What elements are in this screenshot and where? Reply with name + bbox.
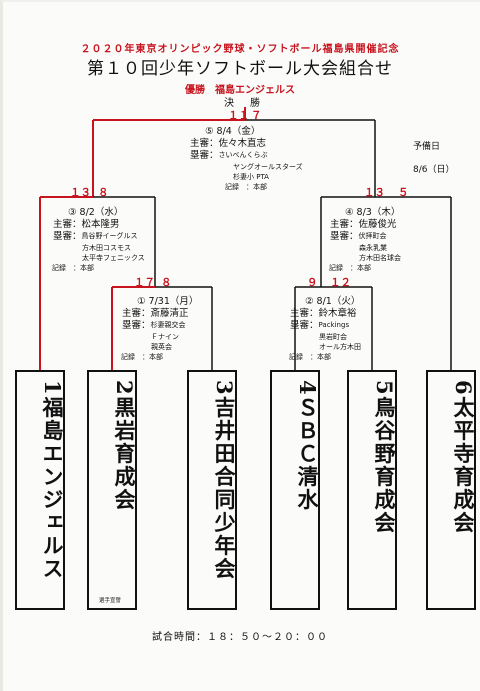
first-right-umpire-base-3: オール方木田 [319, 343, 361, 351]
team-box-1: 1福島エンジェルス [15, 370, 65, 610]
champion-label: 優勝 福島エンジェルス [185, 85, 295, 96]
team-name-5: 5鳥谷野育成会 [372, 380, 397, 535]
final-info: ⑤ 8/4（金） 主審：佐々木直志 塁審： さいべんくらぶ ヤングオールスターズ… [190, 126, 303, 192]
first-left-score-right: ８ [161, 277, 172, 289]
final-score-left: １１ [228, 110, 249, 122]
semi-left-recorder: 記録 ：本部 [52, 264, 94, 272]
semi-left-score-left: １３ [70, 187, 91, 199]
game-time: 試合時間：１８：５０〜２０：００ [152, 632, 328, 643]
first-right-score-right: １２ [330, 277, 351, 289]
semi-right-umpire-base-label: 塁審： [330, 231, 359, 242]
team-name-1: 1福島エンジェルス [40, 380, 65, 581]
first-right-recorder: 記録 ：本部 [289, 353, 331, 361]
first-left-umpire-chief: 主審：斎藤清正 [122, 308, 189, 319]
team-name-6: 6太平寺育成会 [451, 380, 476, 535]
reserve-label: 予備日 [413, 142, 441, 152]
final-umpire-base-1: さいべんくらぶ [218, 151, 268, 159]
semi-left-umpire-base-1: 鳥谷野イーグルス [81, 232, 138, 240]
team-name-4: 4ＳＢＣ清水 [295, 380, 320, 512]
semi-left-umpire-base-label: 塁審： [53, 231, 82, 242]
first-left-umpire-base-3: 親英会 [151, 343, 172, 351]
semi-right-score-left: １３ [364, 187, 385, 199]
semi-left-info: ③ 8/2（水） 主審：松本隆男 塁審： 鳥谷野イーグルス 方木田コスモス 太平… [52, 207, 145, 273]
team-2-note: 選手宣誓 [99, 598, 122, 604]
semi-right-score-right: ５ [398, 187, 409, 199]
final-umpire-base-label: 塁審： [190, 150, 219, 161]
team-box-4: 4ＳＢＣ清水 [270, 370, 320, 610]
final-label: 決 勝 [224, 98, 263, 109]
semi-right-umpire-base-1: 伏拝町会 [358, 232, 387, 240]
final-umpire-base-2: ヤングオールスターズ [233, 163, 303, 171]
semi-right-recorder: 記録 ：本部 [329, 264, 371, 272]
final-score-right: ７ [251, 110, 262, 122]
first-right-umpire-base-label: 塁審： [290, 320, 319, 331]
final-game-no: ⑤ 8/4（金） [205, 126, 261, 137]
first-right-score-left: ９ [307, 277, 318, 289]
semi-left-umpire-chief: 主審：松本隆男 [53, 219, 120, 230]
semi-right-game-no: ④ 8/3（木） [345, 207, 401, 218]
semi-right-info: ④ 8/3（木） 主審：佐藤俊光 塁審： 伏拝町会 森永乳業 方木田名球会 記録… [329, 207, 401, 273]
first-left-umpire-base-1: 杉妻親交会 [150, 321, 186, 329]
first-left-game-no: ① 7/31（月） [137, 296, 199, 307]
first-left-info: ① 7/31（月） 主審：斎藤清正 塁審： 杉妻親交会 Ｆナイン 親英会 記録 … [121, 296, 199, 362]
first-left-umpire-base-label: 塁審： [122, 320, 151, 331]
first-left-recorder: 記録 ：本部 [121, 353, 163, 361]
team-name-2: 2黒岩育成会 [112, 380, 137, 512]
final-umpire-chief: 主審：佐々木直志 [190, 138, 267, 149]
reserve-day: 予備日 8/6（日） [413, 140, 455, 177]
semi-right-umpire-chief: 主審：佐藤俊光 [330, 219, 397, 230]
reserve-date: 8/6（日） [413, 165, 455, 175]
semi-left-umpire-base-2: 方木田コスモス [82, 244, 131, 252]
first-right-game-no: ② 8/1（火） [305, 296, 361, 307]
final-umpire-base-3: 杉妻小 PTA [233, 173, 269, 181]
team-box-2: 2黒岩育成会 選手宣誓 [87, 370, 137, 610]
first-right-umpire-base-2: 黒岩町会 [319, 333, 347, 341]
team-box-3: 3吉井田合同少年会 [187, 370, 237, 610]
team-name-3: 3吉井田合同少年会 [212, 380, 237, 581]
first-right-umpire-chief: 主審：鈴木章裕 [290, 308, 357, 319]
semi-right-umpire-base-3: 方木田名球会 [359, 254, 401, 262]
semi-left-score-right: ８ [98, 187, 109, 199]
commemoration-subtitle: ２０２０年東京オリンピック野球・ソフトボール福島県開催記念 [80, 44, 400, 55]
semi-left-umpire-base-3: 太平寺フェニックス [82, 254, 145, 262]
team-box-5: 5鳥谷野育成会 [347, 370, 397, 610]
final-recorder: 記録 ：本部 [225, 183, 267, 191]
team-box-6: 6太平寺育成会 [426, 370, 476, 610]
semi-left-game-no: ③ 8/2（水） [68, 207, 124, 218]
first-left-score-left: １７ [134, 277, 155, 289]
first-right-info: ② 8/1（火） 主審：鈴木章裕 塁審： Packings 黒岩町会 オール方木… [289, 296, 361, 362]
page-title: 第１０回少年ソフトボール大会組合せ [87, 59, 393, 79]
semi-right-umpire-base-2: 森永乳業 [359, 244, 387, 252]
first-right-umpire-base-1: Packings [318, 321, 350, 329]
first-left-umpire-base-2: Ｆナイン [151, 333, 179, 341]
